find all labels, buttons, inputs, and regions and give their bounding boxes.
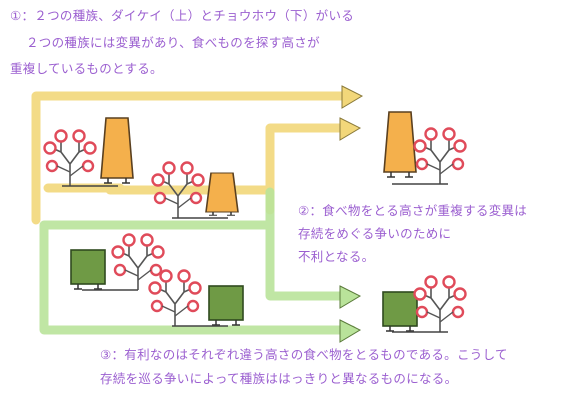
caption-3-line-2: 存続を巡る争いによって種族ははっきりと異なるものになる。 (100, 371, 458, 386)
start-group-tall (43, 117, 134, 188)
lower-population-path (39, 187, 357, 335)
start-group-short-upper (70, 233, 165, 292)
caption-1-line-1: ①：２つの種族、ダイケイ（上）とチョウホウ（下）がいる (10, 8, 355, 23)
caption-2-line-2: 存続をめぐる争いのために (298, 226, 452, 241)
start-group-short-lower (148, 269, 244, 328)
caption-3-line-1: ③：有利なのはそれぞれ違う高さの食べ物をとるものである。こうして (100, 347, 508, 362)
caption-1-line-3: 重複しているものとする。 (10, 61, 163, 76)
lower-path-arrowhead (339, 285, 362, 343)
caption-2-line-3: 不利となる。 (298, 249, 375, 264)
upper-path-arrowhead (339, 85, 364, 141)
caption-2-line-1: ②：食べ物をとる高さが重複する変異は (298, 203, 528, 218)
upper-population-path (31, 91, 357, 225)
result-short-species (382, 275, 467, 334)
result-tall-species (383, 111, 467, 186)
caption-1-line-2: ２つの種族には変異があり、食べものを探す高さが (26, 35, 320, 50)
